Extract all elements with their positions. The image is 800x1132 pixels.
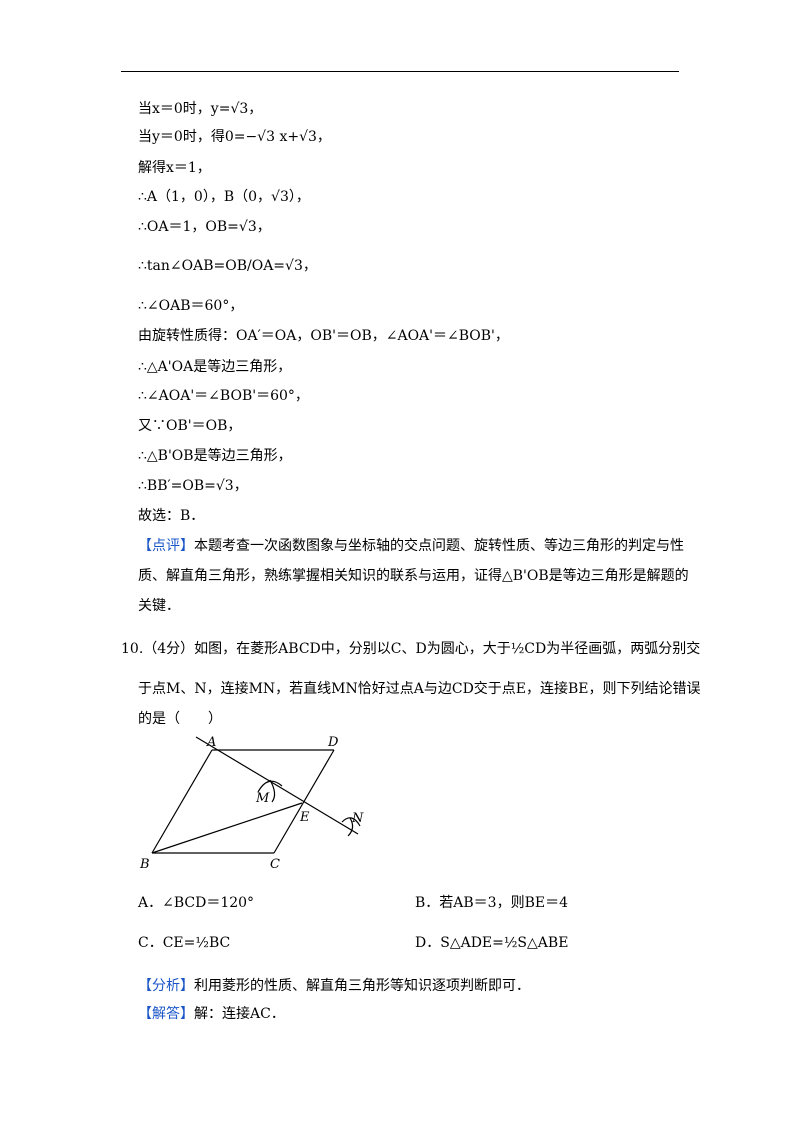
comment-tag: 【点评】 (138, 538, 194, 554)
question-line-2: 于点M、N，连接MN，若直线MN恰好过点A与边CD交于点E，连接BE，则下列结论… (138, 681, 701, 697)
option-c: C．CE=½BC (138, 935, 231, 951)
arc-n-2 (347, 817, 354, 837)
comment-line-1: 【点评】本题考查一次函数图象与坐标轴的交点问题、旋转性质、等边三角形的判定与性 (138, 536, 684, 556)
answer-tag: 【解答】 (138, 1006, 194, 1022)
answer-line: 【解答】解：连接AC． (138, 1004, 285, 1024)
solution-line-8: 由旋转性质得：OA′＝OA，OB'＝OB，∠AOA'＝∠BOB'， (138, 328, 509, 344)
segment-be (151, 802, 303, 854)
analysis-tag: 【分析】 (138, 978, 194, 994)
analysis-text: 利用菱形的性质、解直角三角形等知识逐项判断即可． (194, 978, 530, 994)
header-rule (121, 71, 679, 72)
label-c: C (270, 857, 280, 872)
label-n: N (351, 811, 364, 826)
option-a: A．∠BCD＝120° (138, 895, 255, 911)
analysis-line: 【分析】利用菱形的性质、解直角三角形等知识逐项判断即可． (138, 976, 530, 996)
option-d: D．S△ADE=½S△ABE (415, 935, 569, 951)
label-m: M (255, 791, 270, 806)
label-b: B (139, 857, 150, 872)
line-mn (195, 736, 359, 835)
question-line-3: 的是（ ） (138, 711, 222, 727)
label-e: E (299, 810, 310, 825)
solution-line-4: ∴A（1，0），B（0，√3）， (138, 189, 310, 205)
option-b: B．若AB＝3，则BE＝4 (415, 895, 569, 911)
solution-line-13: ∴BB′=OB=√3， (138, 478, 248, 494)
solution-line-9: ∴△A'OA是等边三角形， (138, 359, 292, 375)
arc-m-2 (269, 779, 276, 803)
label-d: D (327, 735, 339, 750)
question-line-1: 10.（4分）如图，在菱形ABCD中，分别以C、D为圆心，大于½CD为半径画弧，… (121, 641, 701, 657)
solution-line-11: 又∵OB'＝OB， (138, 418, 242, 434)
rhombus-figure: A D M E N B C (139, 735, 364, 872)
solution-line-10: ∴∠AOA'＝∠BOB'＝60°， (138, 388, 309, 404)
comment-line-2: 质、解直角三角形，熟练掌握相关知识的联系与运用，证得△B'OB是等边三角形是解题… (138, 568, 689, 584)
solution-line-12: ∴△B'OB是等边三角形， (138, 448, 292, 464)
comment-text-1: 本题考查一次函数图象与坐标轴的交点问题、旋转性质、等边三角形的判定与性 (194, 538, 684, 554)
solution-line-7: ∴∠OAB＝60°， (138, 298, 244, 314)
solution-line-5: ∴OA＝1，OB=√3， (138, 219, 271, 235)
label-a: A (206, 735, 216, 750)
arc-n (341, 817, 361, 827)
solution-line-6: ∴tan∠OAB=OB/OA=√3， (138, 258, 317, 274)
arc-m (257, 780, 283, 793)
comment-line-3: 关键． (138, 598, 180, 614)
side-ba (151, 749, 213, 854)
solution-line-2: 当y＝0时，得0=−√3 x+√3， (138, 129, 331, 145)
answer-text: 解：连接AC． (194, 1006, 285, 1022)
solution-line-1: 当x＝0时，y=√3， (138, 101, 263, 117)
solution-line-14: 故选：B． (138, 508, 205, 524)
solution-line-3: 解得x＝1， (138, 160, 211, 176)
